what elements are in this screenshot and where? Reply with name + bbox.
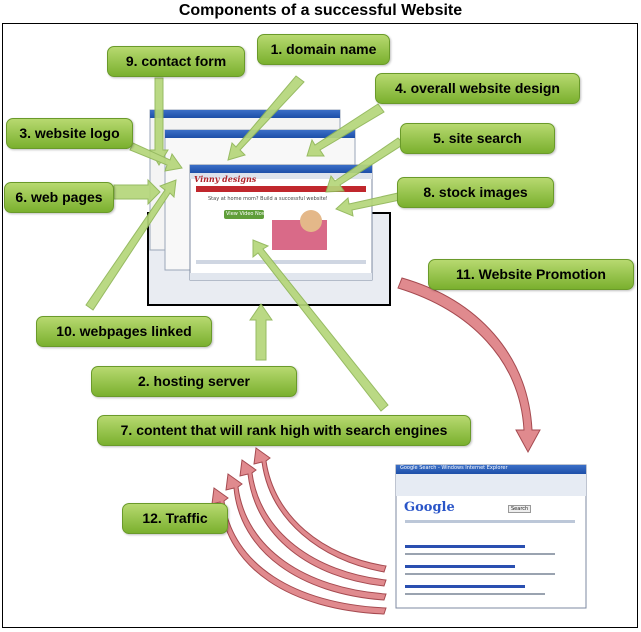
arrow-website-promotion	[397, 277, 541, 454]
label-traffic: 12. Traffic	[122, 503, 228, 534]
arrow-traffic-4	[211, 487, 387, 615]
website-video-button: View Video Now	[226, 211, 266, 217]
search-button: Search	[508, 505, 532, 513]
label-overall-website-design: 4. overall website design	[375, 73, 580, 104]
arrow-website-logo	[129, 142, 183, 172]
traffic-arrows	[211, 447, 387, 615]
search-screenshot	[395, 464, 587, 609]
arrow-stock-images	[335, 192, 401, 217]
arrow-traffic-2	[239, 459, 387, 587]
arrow-hosting-server	[249, 303, 273, 361]
arrow-web-pages	[113, 178, 161, 206]
arrow-content-rank	[252, 239, 389, 412]
diagram-title: Components of a successful Website	[178, 2, 463, 19]
search-logo: Google	[404, 500, 455, 515]
arrow-webpages-linked	[85, 179, 177, 311]
website-brand: Vinny designs	[194, 174, 257, 184]
arrow-traffic-3	[225, 473, 387, 601]
arrow-traffic-1	[253, 447, 387, 573]
website-tagline: Stay at home mom? Build a successful web…	[208, 196, 328, 202]
arrow-overall-design	[306, 103, 385, 157]
label-site-search: 5. site search	[400, 123, 555, 154]
label-domain-name: 1. domain name	[257, 34, 390, 65]
label-stock-images: 8. stock images	[397, 177, 554, 208]
label-website-promotion: 11. Website Promotion	[428, 259, 634, 290]
label-hosting-server: 2. hosting server	[91, 366, 297, 397]
diagram-frame	[2, 23, 638, 628]
label-webpages-linked: 10. webpages linked	[36, 316, 212, 347]
label-web-pages: 6. web pages	[4, 182, 114, 213]
label-content-rank: 7. content that will rank high with sear…	[97, 415, 471, 446]
search-window-title: Google Search - Windows Internet Explore…	[400, 465, 508, 471]
arrow-domain-name	[227, 75, 305, 161]
label-website-logo: 3. website logo	[6, 118, 133, 149]
green-arrows	[85, 75, 405, 412]
arrow-site-search	[325, 137, 405, 193]
label-contact-form: 9. contact form	[107, 46, 245, 77]
